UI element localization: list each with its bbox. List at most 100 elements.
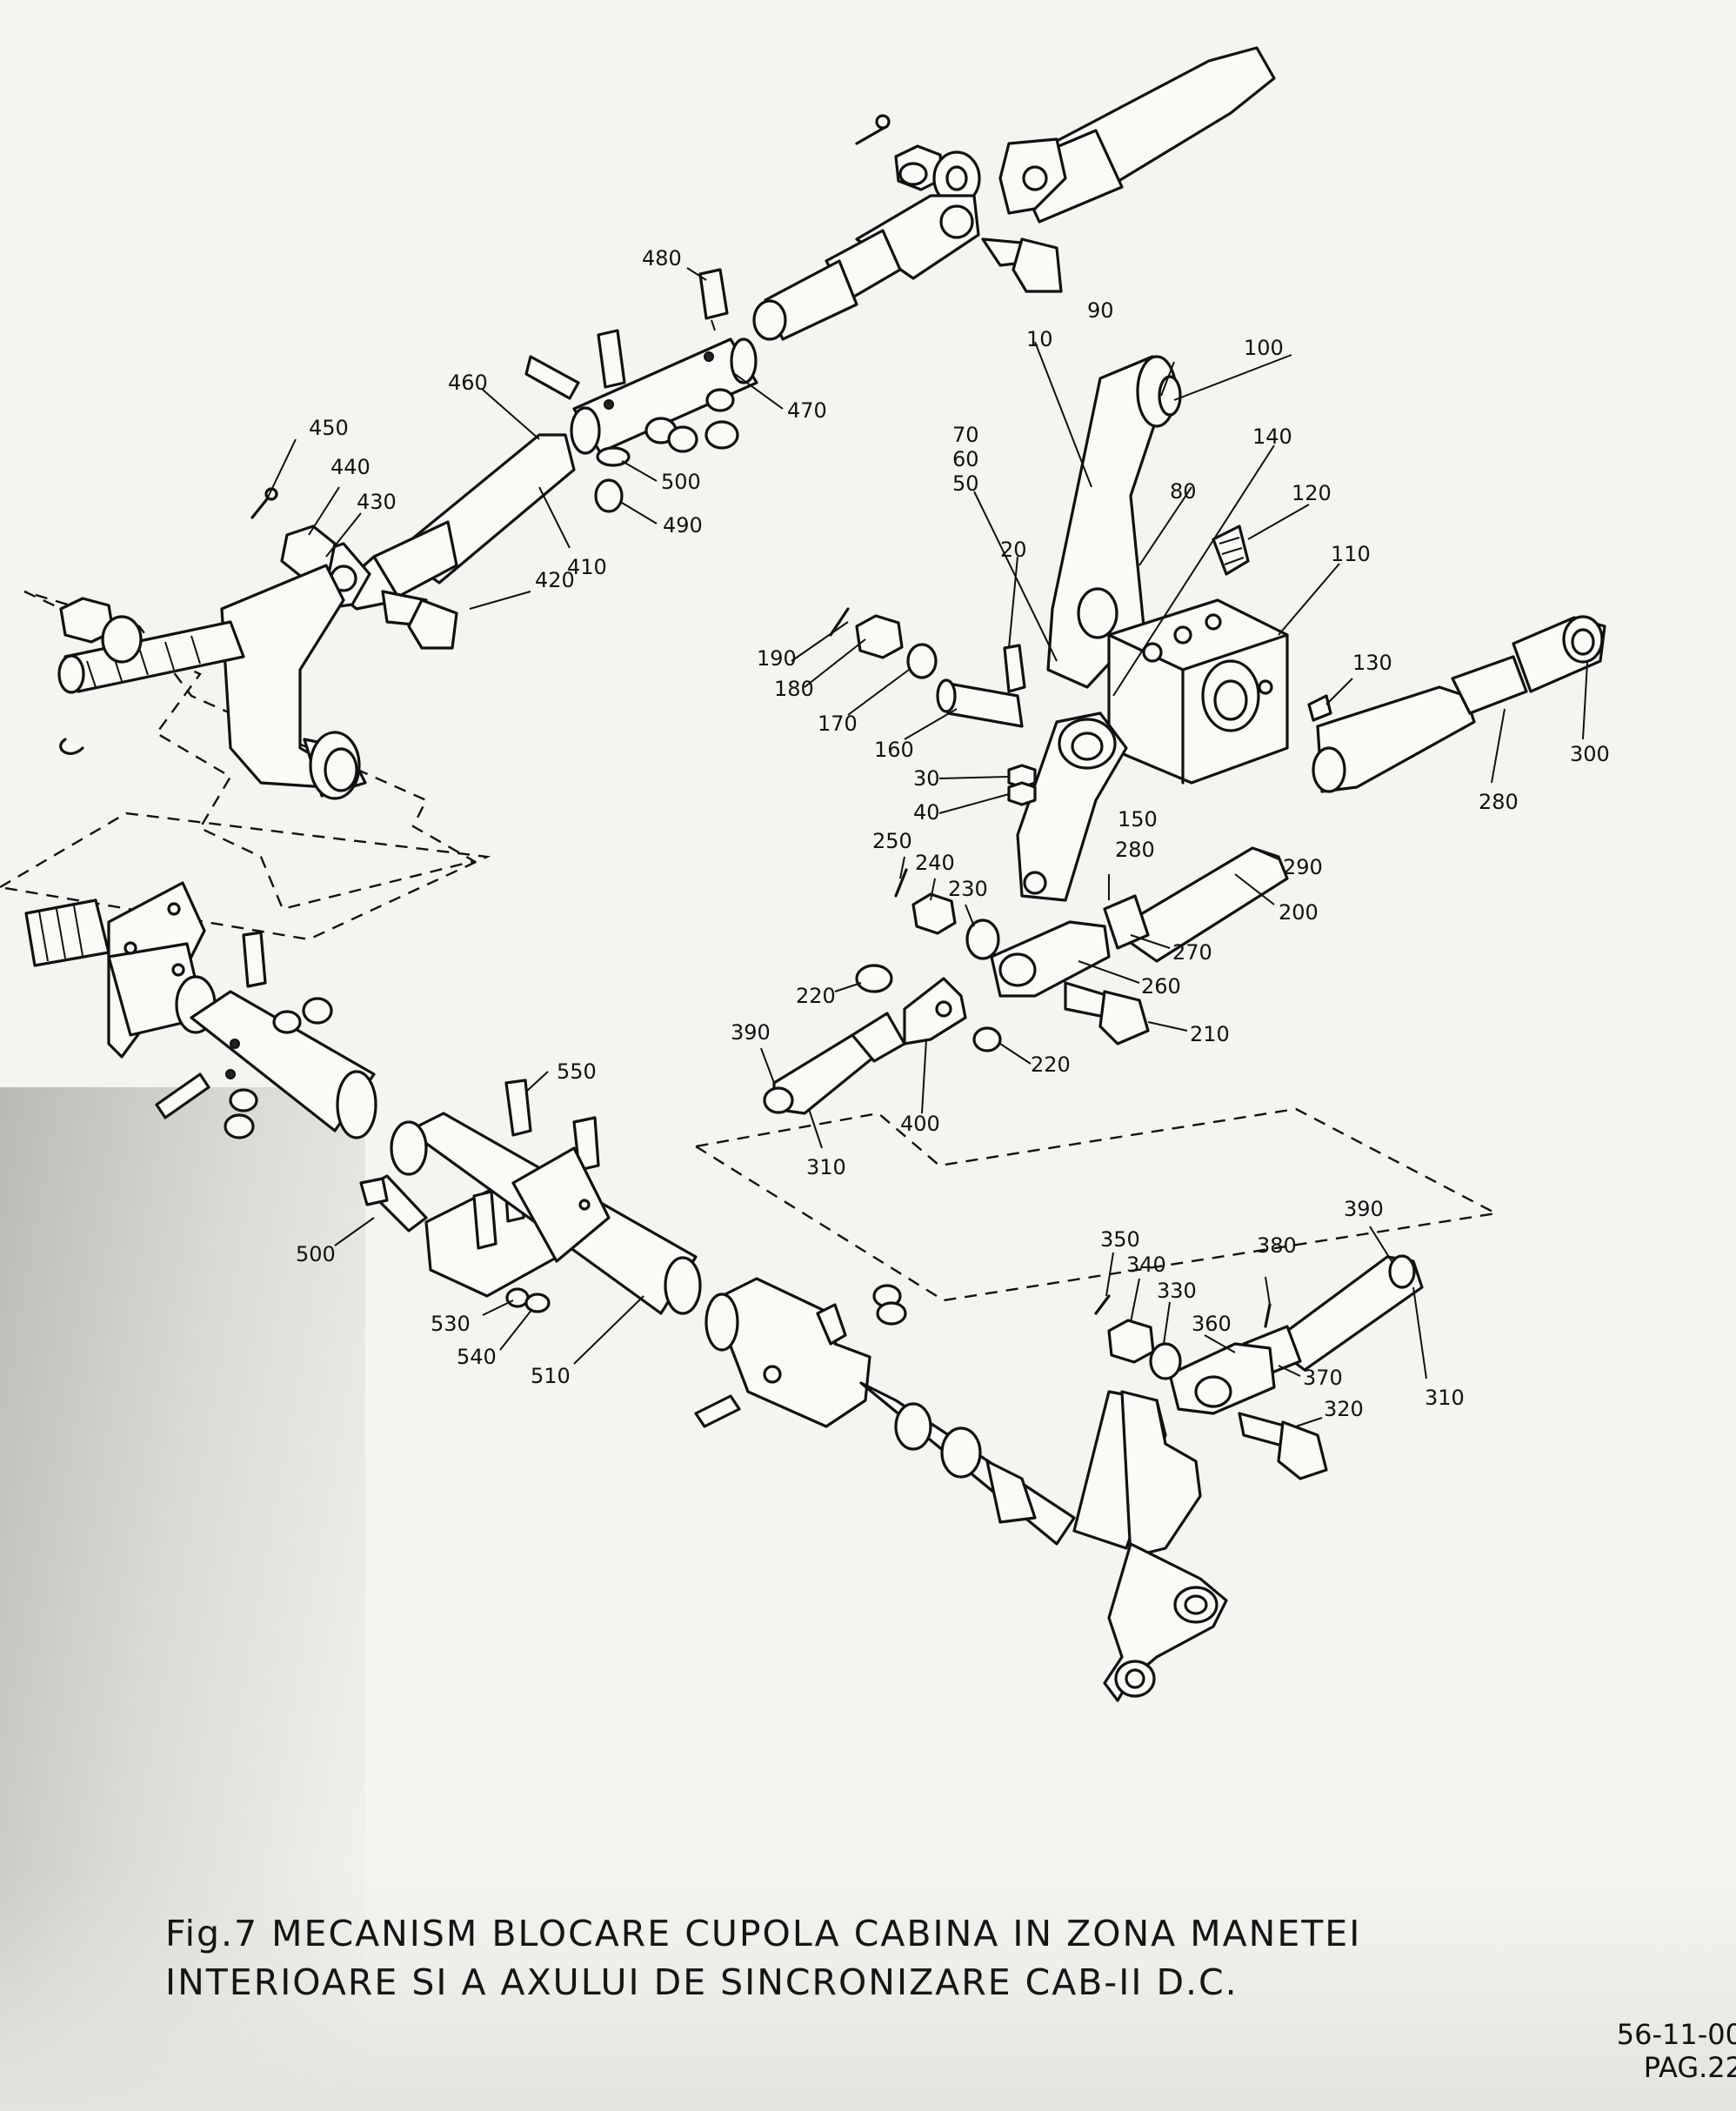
callout-220-right: 220 xyxy=(1031,1052,1071,1077)
callout-210: 210 xyxy=(1190,1022,1230,1046)
callout-30: 30 xyxy=(913,766,940,791)
tube-left xyxy=(190,990,377,1139)
dashed-frame-left-inner xyxy=(0,812,491,941)
doc-code: 56-11-00 xyxy=(1616,2018,1736,2051)
pin-480 xyxy=(698,268,729,331)
bolt-210 xyxy=(1064,981,1150,1045)
callout-510: 510 xyxy=(531,1364,571,1388)
sleeve-center xyxy=(694,1277,907,1428)
callout-100: 100 xyxy=(1244,336,1284,360)
callout-110: 110 xyxy=(1331,542,1371,566)
housing-110 xyxy=(1107,598,1289,785)
callout-10: 10 xyxy=(1026,327,1053,351)
caption-line-1: Fig.7 MECANISM BLOCARE CUPOLA CABINA IN … xyxy=(165,1913,1362,1954)
dashed-frame-left xyxy=(23,590,477,911)
callout-290: 290 xyxy=(1283,855,1323,879)
lever-lower-right xyxy=(1016,711,1128,902)
rod-end-eye-260 xyxy=(990,920,1111,998)
rod-end-eye-360 xyxy=(1168,1303,1276,1415)
callout-200: 200 xyxy=(1279,900,1319,925)
lever-bottom xyxy=(1072,1390,1228,1702)
rod-200 xyxy=(1103,846,1289,963)
callout-350: 350 xyxy=(1100,1227,1140,1252)
callout-60: 60 xyxy=(952,447,979,471)
callout-280-center: 280 xyxy=(1115,838,1155,862)
bolt-500-lower xyxy=(359,1174,428,1233)
callout-240: 240 xyxy=(915,851,955,875)
nuts-330-350 xyxy=(1094,1294,1182,1380)
callout-490: 490 xyxy=(663,513,703,538)
callout-460: 460 xyxy=(448,371,488,395)
callout-50: 50 xyxy=(952,471,979,496)
rod-390-400 xyxy=(763,977,967,1115)
flange-shaft-left xyxy=(24,881,217,1059)
callout-500-lower: 500 xyxy=(296,1242,336,1266)
callout-labels: 480 460 470 450 440 430 500 490 410 420 … xyxy=(296,246,1610,1421)
callout-220-left: 220 xyxy=(796,984,836,1008)
callout-190: 190 xyxy=(757,646,797,671)
callout-360: 360 xyxy=(1192,1312,1232,1336)
pin-160 xyxy=(936,644,1026,728)
callout-20: 20 xyxy=(1000,538,1027,562)
lever-10 xyxy=(1046,355,1182,689)
shaft-long-center xyxy=(859,1381,1076,1546)
rod-300 xyxy=(1307,615,1606,793)
pins-550 xyxy=(504,1079,600,1172)
callout-420: 420 xyxy=(535,568,575,592)
callout-80: 80 xyxy=(1170,479,1197,504)
callout-150: 150 xyxy=(1118,807,1158,832)
callout-330: 330 xyxy=(1157,1279,1197,1303)
callout-540: 540 xyxy=(457,1345,497,1369)
caption-line-2: INTERIOARE SI A AXULUI DE SINCRONIZARE C… xyxy=(165,1961,1239,2003)
callout-530: 530 xyxy=(431,1312,471,1336)
callout-170: 170 xyxy=(818,711,858,736)
callout-380: 380 xyxy=(1257,1233,1297,1258)
link-rod-top xyxy=(998,46,1276,224)
page-reference: 56-11-00 PAG.22 xyxy=(1562,2018,1736,2084)
callout-550: 550 xyxy=(557,1059,597,1084)
callout-480: 480 xyxy=(642,246,682,271)
bolt-420 xyxy=(381,590,458,650)
leader-lines xyxy=(264,267,1588,1427)
callout-90: 90 xyxy=(1087,298,1114,323)
callout-320: 320 xyxy=(1324,1397,1364,1421)
callout-180: 180 xyxy=(774,677,814,701)
callout-310-upper: 310 xyxy=(806,1155,846,1179)
figure-caption: Fig.7 MECANISM BLOCARE CUPOLA CABINA IN … xyxy=(165,1909,1557,2007)
dashed-frame-right xyxy=(692,1107,1499,1302)
callout-130: 130 xyxy=(1352,651,1392,675)
small-parts-left xyxy=(155,931,333,1139)
pins-and-nuts-upper xyxy=(524,329,739,513)
callout-340: 340 xyxy=(1126,1253,1166,1277)
threaded-rod-left xyxy=(57,597,245,755)
nut-washer-top xyxy=(855,114,981,206)
pin-450 xyxy=(250,487,278,519)
callout-40: 40 xyxy=(913,800,940,825)
callout-270: 270 xyxy=(1172,940,1212,965)
callout-230: 230 xyxy=(948,877,988,901)
lever-left-upper xyxy=(220,564,367,800)
washers-230-240 xyxy=(855,868,1002,1052)
callout-410: 410 xyxy=(567,555,607,579)
bolt-320 xyxy=(1238,1412,1328,1480)
scan-shadow-bottom xyxy=(0,1870,1736,2111)
callout-500-upper: 500 xyxy=(661,470,701,494)
screw-120 xyxy=(1212,524,1250,576)
callout-400: 400 xyxy=(900,1112,940,1136)
page-number: PAG.22 xyxy=(1643,2051,1736,2084)
nuts-170-180 xyxy=(829,607,1037,806)
callout-450: 450 xyxy=(309,416,349,440)
callout-440: 440 xyxy=(331,455,371,479)
callout-370: 370 xyxy=(1303,1366,1343,1390)
callout-300: 300 xyxy=(1570,742,1610,766)
callout-260: 260 xyxy=(1141,974,1181,999)
shaft-470 xyxy=(570,337,758,455)
callout-310-lower: 310 xyxy=(1425,1386,1465,1410)
bolt-top xyxy=(981,237,1063,293)
callout-430: 430 xyxy=(357,490,397,514)
tube-510 xyxy=(390,1112,702,1315)
callout-390-lower: 390 xyxy=(1344,1197,1384,1221)
callout-390-upper: 390 xyxy=(731,1020,771,1045)
rod-end-eye-top xyxy=(752,194,980,341)
